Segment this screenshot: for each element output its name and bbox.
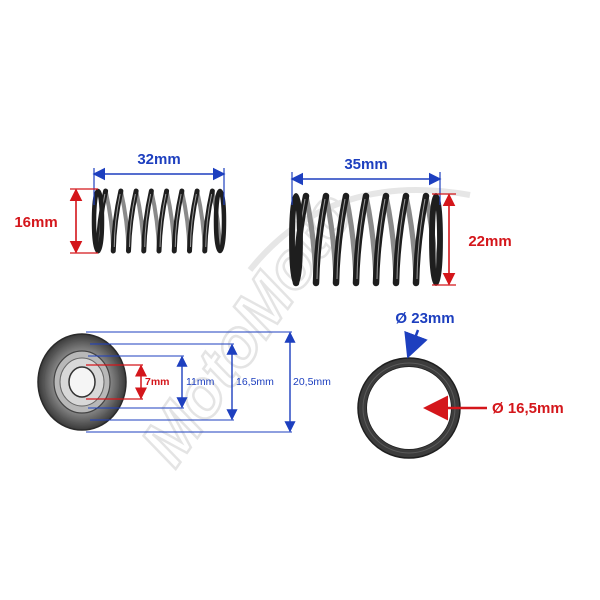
spring-coil-highlight xyxy=(144,193,152,248)
spring-end-coil xyxy=(91,188,105,254)
spring-seat: 7mm 11mm 16,5mm 20,5mm xyxy=(37,331,331,433)
washer-outer-arrow xyxy=(404,329,428,359)
spring-large-height-label: 22mm xyxy=(468,233,511,250)
spring-coil-highlight xyxy=(356,198,366,280)
spring-coil-highlight xyxy=(190,193,197,248)
seat-dim-11-label: 11mm xyxy=(186,376,215,388)
spring-small-height-label: 16mm xyxy=(14,214,57,231)
washer-inner-label: Ø 16,5mm xyxy=(492,400,564,417)
spring-coil-highlight xyxy=(159,193,167,248)
seat-dim-16-label: 16,5mm xyxy=(236,376,274,388)
spring-coil-highlight xyxy=(376,198,386,280)
spring-seat-hole xyxy=(68,366,96,398)
spring-large: 35mm 22mm xyxy=(289,156,512,287)
washer-outer-label: Ø 23mm xyxy=(395,310,454,327)
spring-small: 32mm 16mm xyxy=(14,151,227,254)
spring-large-coils xyxy=(289,192,443,287)
spring-coil-highlight xyxy=(129,193,136,248)
spring-end-coil xyxy=(213,188,227,254)
spring-end-coil xyxy=(429,193,443,286)
spring-coil-highlight xyxy=(316,198,326,280)
washer: Ø 23mm Ø 16,5mm xyxy=(357,310,564,459)
spring-small-length-label: 32mm xyxy=(137,151,180,168)
spring-large-length-label: 35mm xyxy=(344,156,387,173)
seat-dim-20-label: 20,5mm xyxy=(293,376,331,388)
spring-coil-highlight xyxy=(113,193,121,248)
spring-coil-highlight xyxy=(336,198,346,280)
spring-coil-highlight xyxy=(396,198,406,280)
spring-coil-highlight xyxy=(174,193,182,248)
spring-coil-highlight xyxy=(416,198,426,280)
seat-dim-7-label: 7mm xyxy=(145,376,170,388)
spring-coil-highlight xyxy=(205,193,213,248)
spring-end-coil xyxy=(289,193,303,286)
spring-small-coils xyxy=(91,188,227,254)
